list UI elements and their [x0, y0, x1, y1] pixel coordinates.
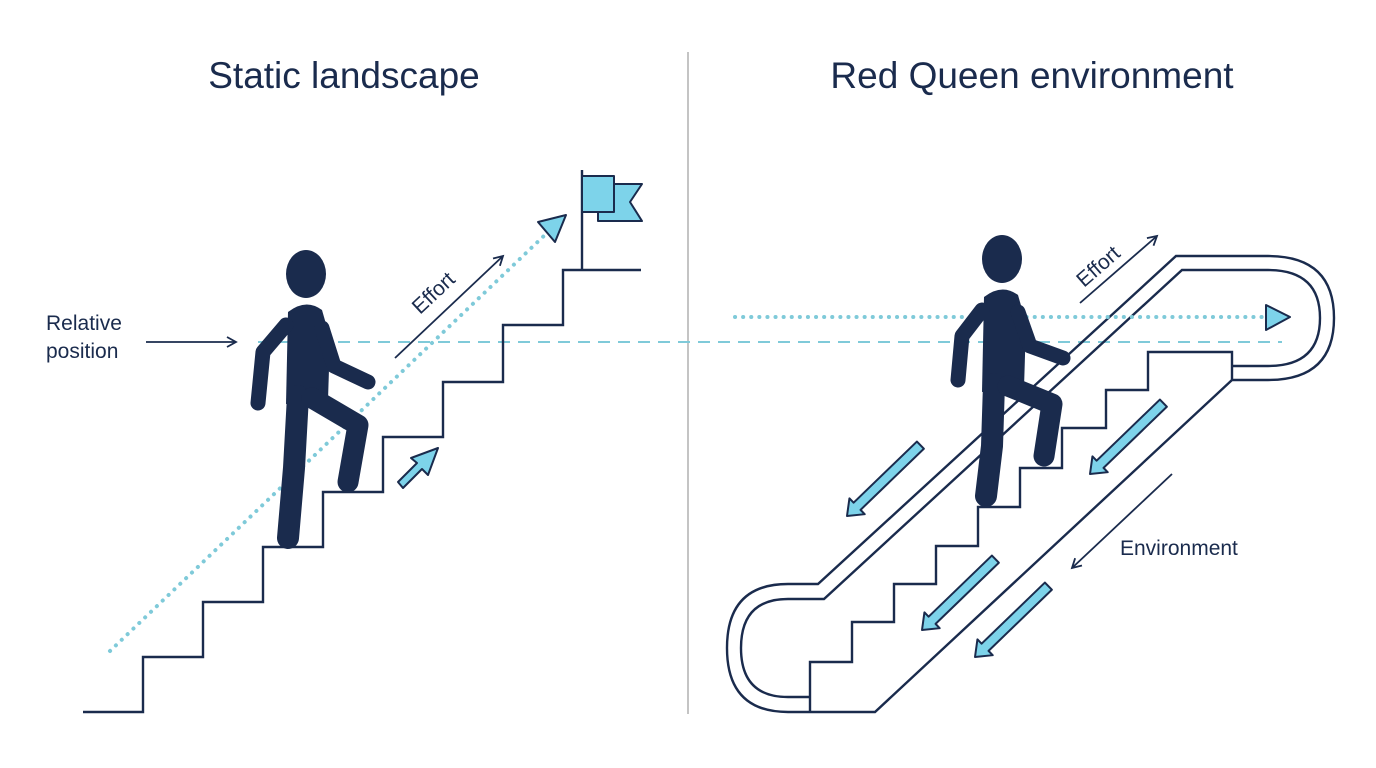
environment-arrow	[1070, 473, 1173, 570]
relative-position-label-1: Relative	[46, 312, 122, 335]
person-climbing-icon	[250, 250, 376, 549]
escalator-steps	[808, 350, 1234, 712]
right-panel-title: Red Queen environment	[830, 55, 1234, 96]
effort-label-right: Effort	[1072, 242, 1125, 292]
down-arrows	[846, 398, 1168, 658]
staircase	[83, 268, 641, 714]
goal-flag-icon	[580, 170, 643, 270]
stationary-arrowhead	[1265, 304, 1291, 331]
relative-position-label-2: position	[46, 340, 118, 363]
left-panel-title: Static landscape	[208, 55, 480, 96]
progress-dotted-path	[108, 230, 550, 653]
up-step-arrow	[397, 447, 439, 489]
effort-arrow-left	[394, 254, 505, 359]
progress-arrowhead	[537, 214, 567, 243]
effort-arrow-right	[1079, 234, 1159, 304]
person-on-escalator-icon	[950, 235, 1071, 507]
escalator-outer-rail	[725, 254, 1336, 714]
red-queen-panel: Effort Environment	[725, 234, 1336, 714]
effort-label-left: Effort	[408, 268, 460, 319]
environment-label: Environment	[1120, 537, 1238, 560]
static-landscape-panel: Effort Relative position	[46, 170, 1282, 714]
